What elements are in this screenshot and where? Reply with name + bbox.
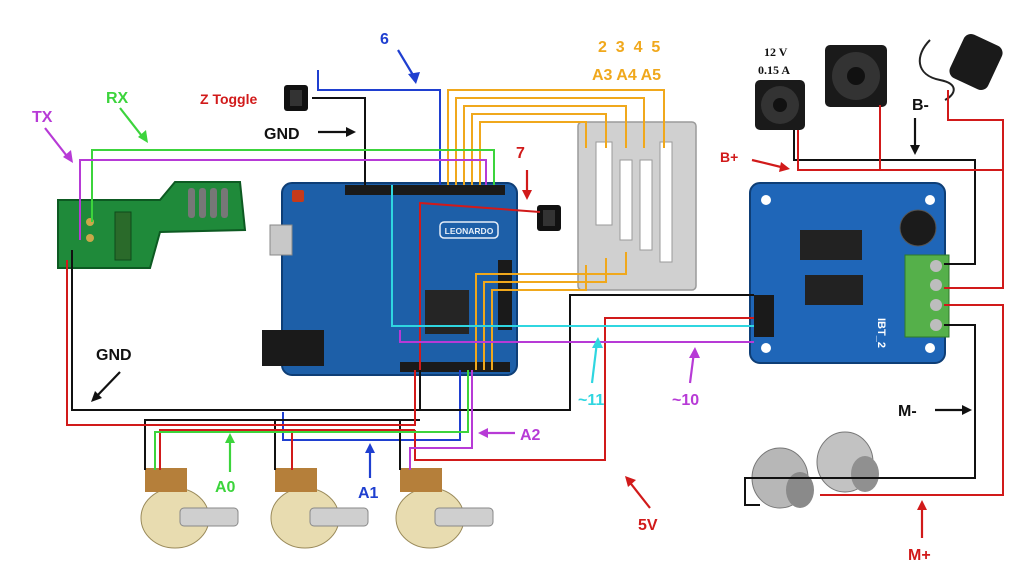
- wire-orange-bundle: [447, 89, 665, 370]
- wire-red-m-plus: [820, 304, 1004, 496]
- wire-purple-pwm10: [399, 330, 754, 343]
- pin6-label: 6: [380, 31, 389, 48]
- metal-sensor-plate: [577, 121, 697, 291]
- b-plus-label: B+: [720, 149, 738, 165]
- fan-voltage-label: 12 V: [764, 45, 788, 59]
- wire-red-pin7: [419, 201, 541, 370]
- wire-purple-tx: [79, 159, 487, 240]
- z-toggle-switch: [284, 85, 308, 111]
- wire-cyan-pwm11: [391, 185, 754, 327]
- b-minus-label: B-: [912, 97, 929, 114]
- m-minus-label: M-: [898, 403, 917, 420]
- a1-label: A1: [358, 485, 379, 502]
- wire-black-b-minus: [793, 130, 976, 265]
- arduino-leonardo-board: LEONARDO: [262, 182, 518, 376]
- wire-black-m-minus: [744, 324, 976, 506]
- a0-label: A0: [215, 479, 236, 496]
- wire-black-driver-gnd: [420, 294, 754, 411]
- potentiometer-a0: [140, 468, 239, 549]
- gnd-left-label: GND: [96, 347, 132, 364]
- pwm10-label: ~10: [672, 392, 699, 409]
- wire-black-ztoggle: [312, 97, 366, 185]
- digital-pins-label: 2 3 4 5: [598, 39, 660, 56]
- wire-black-pot-a0: [144, 419, 420, 470]
- wire-purple-a2: [409, 370, 473, 470]
- potentiometer-a2: [395, 468, 494, 549]
- wire-red-5v-driver: [414, 317, 754, 461]
- z-toggle-label: Z Toggle: [200, 91, 257, 107]
- pwm11-label: ~11: [578, 392, 604, 409]
- wire-red-5v-sensor: [66, 260, 416, 426]
- wire-green-rx: [91, 149, 495, 222]
- fan-small: [755, 80, 805, 130]
- dc-motor-2: [816, 431, 879, 493]
- tx-label: TX: [32, 109, 53, 126]
- wire-blue-pin6: [317, 70, 441, 185]
- rx-label: RX: [106, 90, 129, 107]
- wire-black-gnd: [71, 250, 421, 411]
- ibt2-motor-driver: IBT_2: [749, 182, 950, 364]
- board-name-label: LEONARDO: [445, 226, 494, 236]
- wires: [66, 70, 1004, 506]
- a2-label: A2: [520, 427, 541, 444]
- five-v-label: 5V: [638, 517, 658, 534]
- wire-green-a0: [154, 370, 469, 470]
- pin7-label: 7: [516, 145, 525, 162]
- hall-sensor-pcb: [57, 181, 247, 269]
- power-adapter: [918, 34, 1003, 101]
- analog-pins-label: A3 A4 A5: [592, 67, 661, 84]
- fan-current-label: 0.15 A: [758, 63, 790, 77]
- potentiometer-a1: [270, 468, 369, 549]
- pin7-switch: [537, 205, 561, 231]
- m-plus-label: M+: [908, 547, 931, 564]
- annotation-arrows: [44, 49, 972, 538]
- driver-name-label: IBT_2: [875, 318, 887, 348]
- gnd-top-label: GND: [264, 126, 300, 143]
- fan-large: [825, 45, 887, 107]
